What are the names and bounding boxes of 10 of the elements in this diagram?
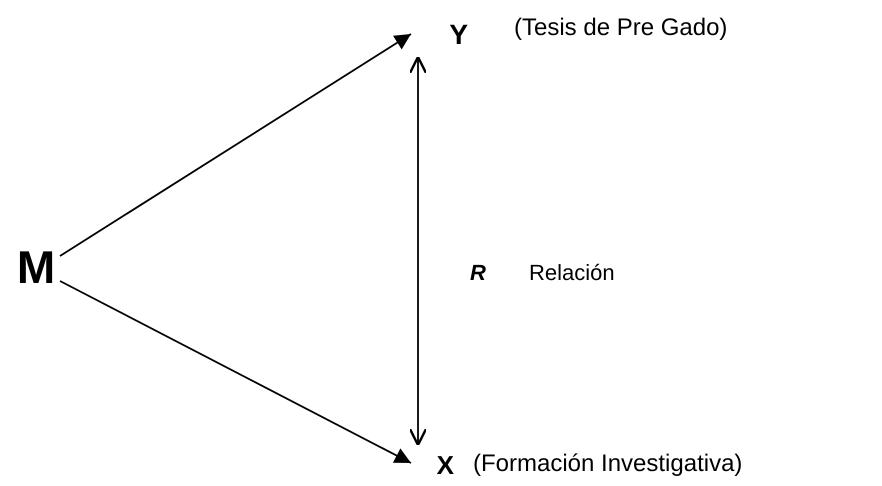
variable-description: (Tesis de Pre Gado) <box>514 16 728 40</box>
arrow <box>60 33 412 257</box>
variable-label: Y <box>412 14 468 56</box>
variable-description: (Formación Investigativa) <box>473 452 742 476</box>
variable-label: M <box>14 242 58 292</box>
variable-label: X <box>412 446 454 484</box>
relation-note: Relación <box>529 262 615 284</box>
arrow <box>408 56 428 446</box>
arrow <box>60 280 412 464</box>
edge-label: R <box>470 262 486 284</box>
